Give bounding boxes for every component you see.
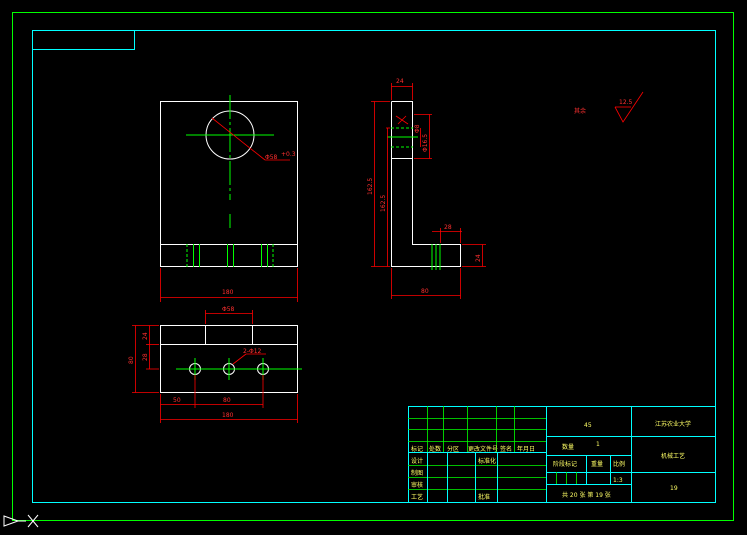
tb-h-mark: 标记 <box>411 445 423 453</box>
top-left: 50 <box>173 397 181 404</box>
top-height: 80 <box>128 356 135 364</box>
surface-note-value: 12.5 <box>619 99 633 106</box>
tb-h-count: 处数 <box>429 445 441 453</box>
side-height-outer: 162.5 <box>367 178 374 195</box>
surface-note-label: 其余 <box>574 107 586 115</box>
top-mid: 80 <box>223 397 231 404</box>
top-total: 180 <box>222 412 234 419</box>
tb-scale-value: 1:3 <box>613 477 623 484</box>
tb-sheet-info: 共 20 张 第 19 张 <box>562 491 611 499</box>
side-view: 24 162.5 162.5 Φ16.5 Φ8 28 24 80 <box>367 78 486 299</box>
tb-stage-label: 阶段标记 <box>553 460 577 468</box>
surface-note: 其余 12.5 <box>574 91 644 123</box>
ucs-icon <box>3 514 39 528</box>
title-block: 45 江苏农业大学 机械工艺 19 数量 1 阶段标记 重量 比例 1:3 共 … <box>408 406 716 503</box>
top-h1: 24 <box>142 332 149 340</box>
top-slot: Φ58 <box>222 306 235 313</box>
front-width-dim: 180 <box>222 289 234 296</box>
tb-scale-label: 比例 <box>613 460 625 468</box>
tb-drawing-no: 19 <box>670 485 678 492</box>
tb-part-name: 机械工艺 <box>661 452 685 460</box>
tb-material: 45 <box>584 422 592 429</box>
side-height-inner: 162.5 <box>380 195 387 212</box>
side-width: 80 <box>421 288 429 295</box>
front-hole-dia: Φ58 <box>265 154 278 161</box>
outer-frame <box>12 12 734 521</box>
tb-h-file: 更改文件号 <box>468 445 498 453</box>
top-holes: 2-Φ12 <box>243 348 262 355</box>
tb-h-date: 年月日 <box>517 445 535 453</box>
tb-school: 江苏农业大学 <box>655 420 691 428</box>
top-h2: 28 <box>142 353 149 361</box>
side-hole-a: Φ16.5 <box>422 134 429 152</box>
tb-h-zone: 分区 <box>447 445 459 453</box>
tb-design: 设计 <box>411 457 423 465</box>
corner-label-box <box>32 30 135 50</box>
tb-weight-label: 重量 <box>591 460 603 468</box>
tb-draw: 制图 <box>411 469 423 477</box>
tb-std: 标准化 <box>478 457 496 465</box>
side-step: 28 <box>444 224 452 231</box>
inner-frame <box>32 30 716 503</box>
front-hole-note: +0.3 <box>281 151 296 158</box>
front-view: Φ58 +0.3 180 <box>160 95 298 302</box>
tb-h-sign: 签名 <box>500 445 512 453</box>
side-hole-b: Φ8 <box>414 124 421 133</box>
top-view: Φ58 80 24 28 2-Φ12 50 80 180 <box>128 306 302 423</box>
tb-approve: 批准 <box>478 493 490 501</box>
side-top-width: 24 <box>396 78 404 85</box>
side-base-h: 24 <box>475 254 482 262</box>
tb-process: 工艺 <box>411 493 423 501</box>
tb-qty-value: 1 <box>596 441 600 448</box>
tb-qty-label: 数量 <box>562 443 574 451</box>
tb-check: 审核 <box>411 481 423 489</box>
